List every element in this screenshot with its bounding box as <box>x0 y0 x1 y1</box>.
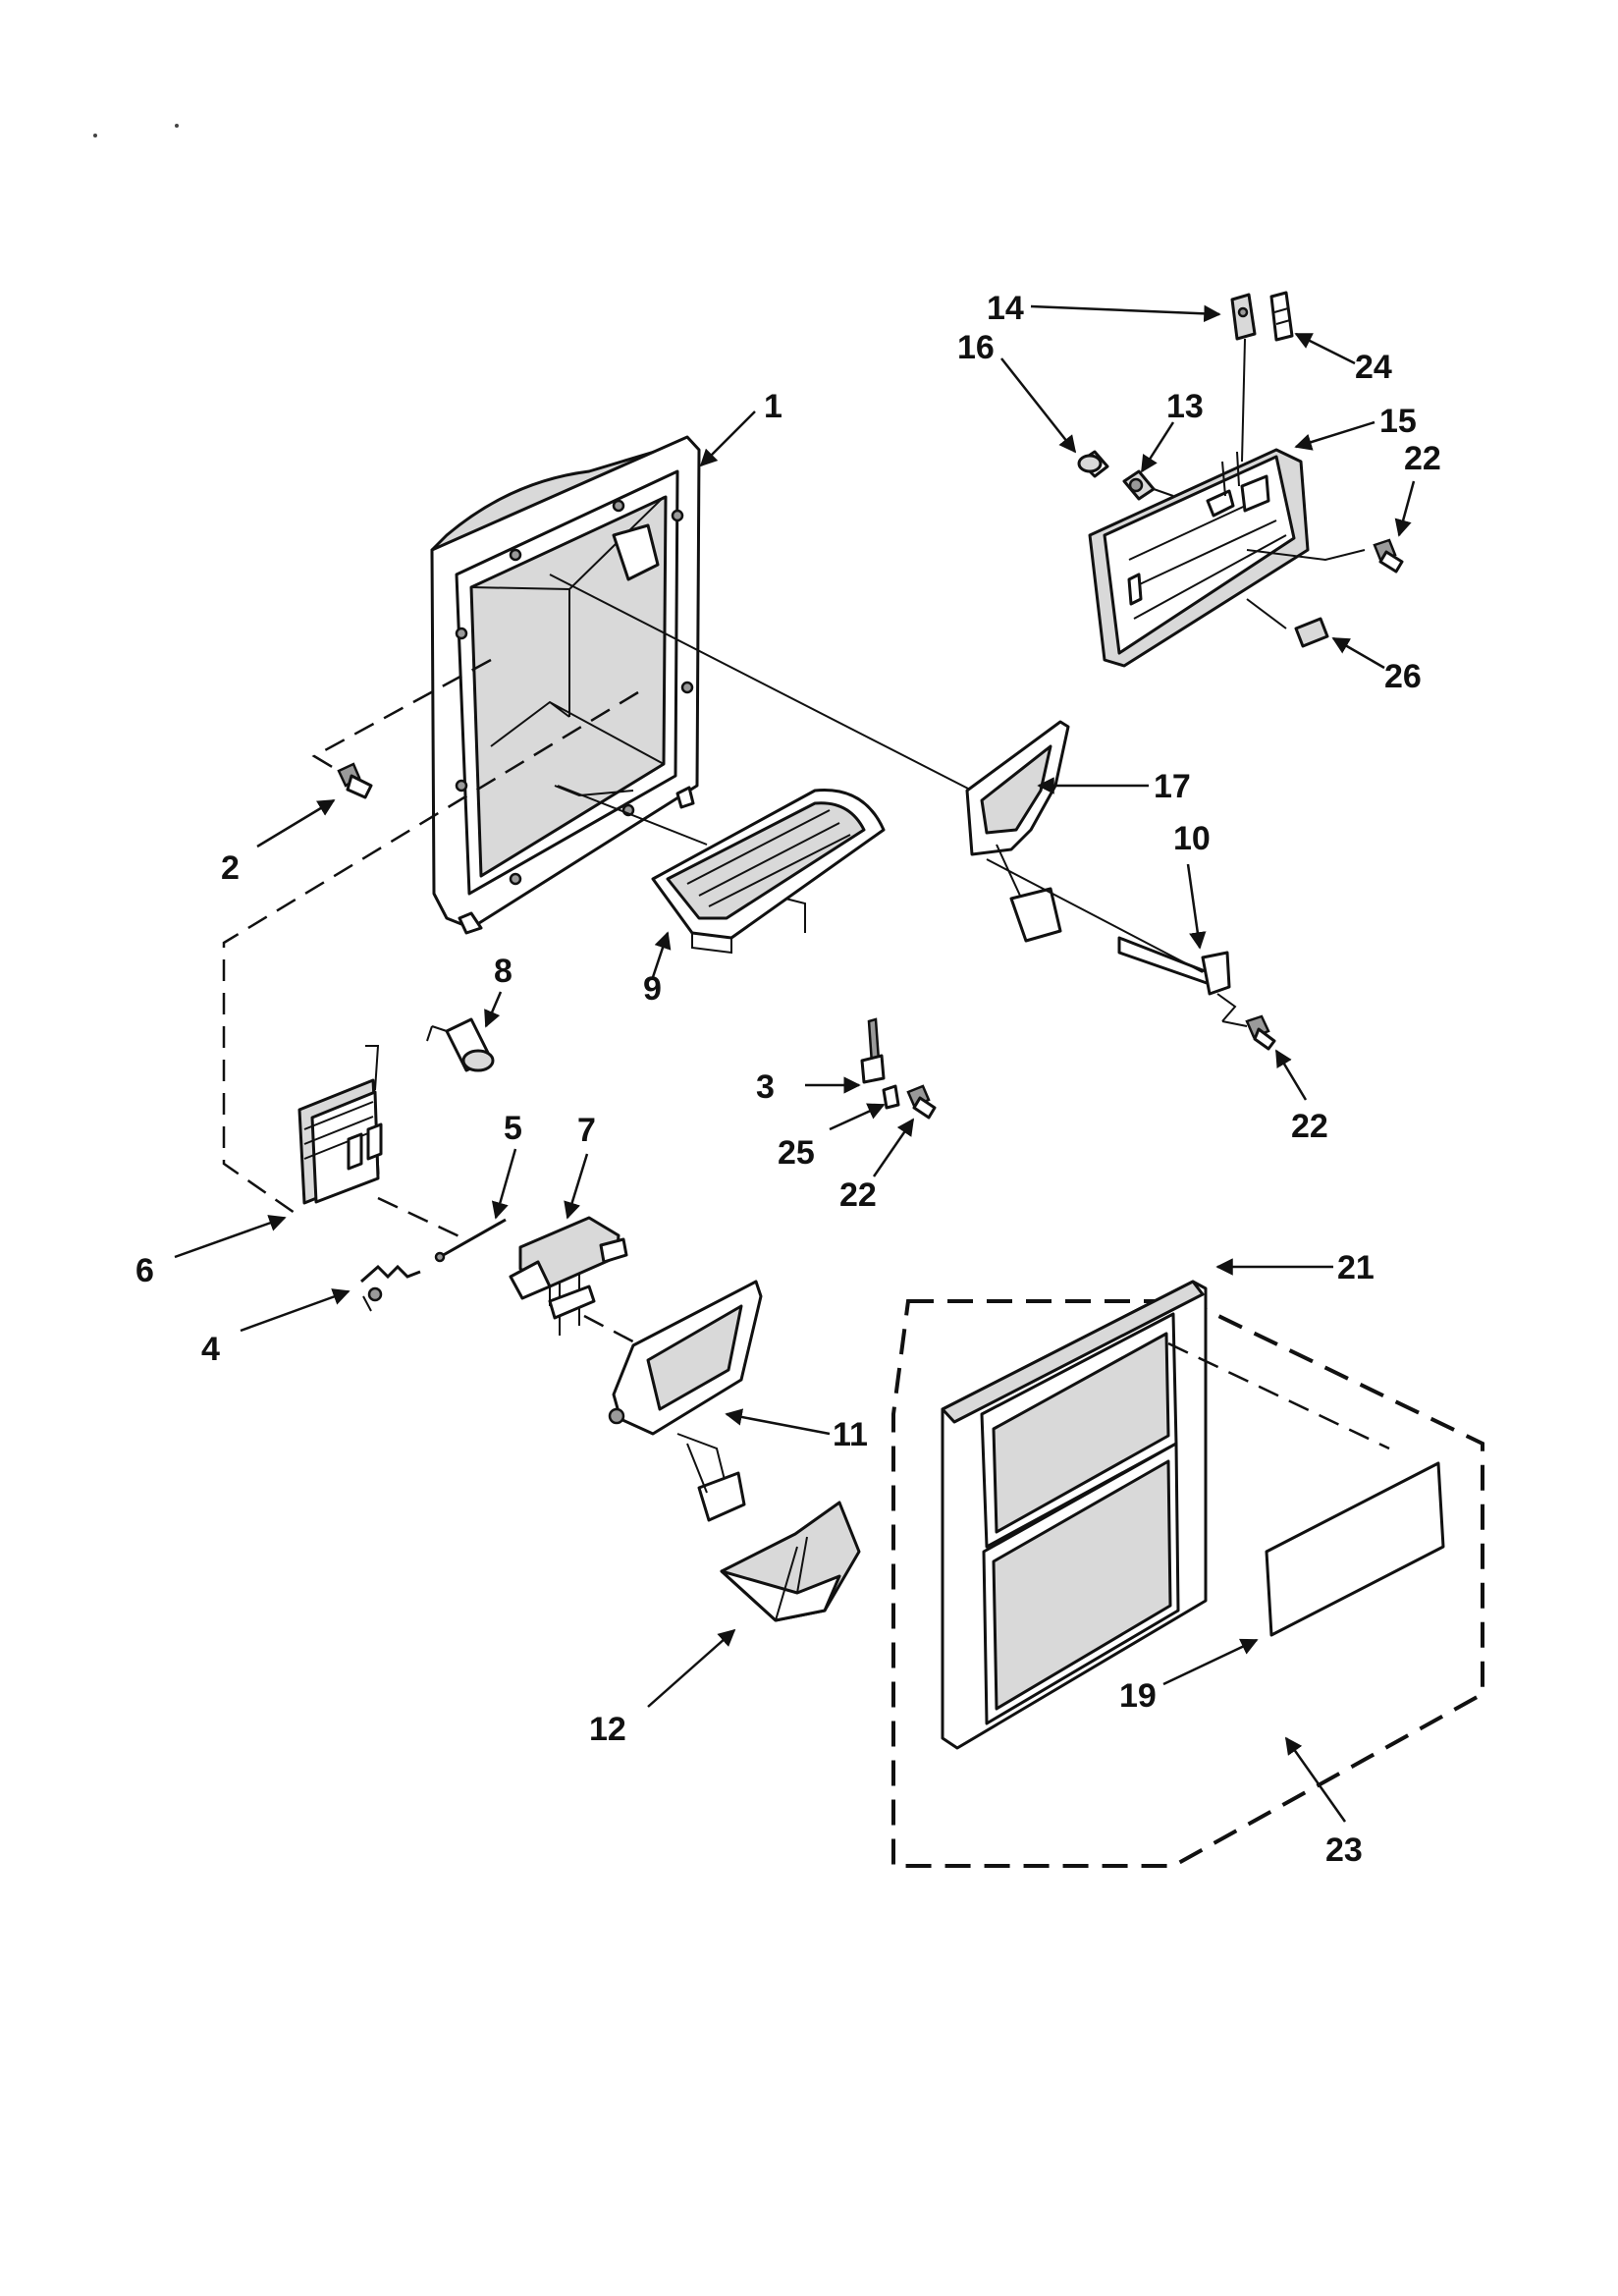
part-1-dispenser-housing <box>430 435 701 935</box>
callout-25: 25 <box>778 1134 815 1172</box>
part-17-lever <box>965 720 1070 943</box>
part-2-screw <box>337 762 373 799</box>
callout-15: 15 <box>1379 403 1417 440</box>
part-8-capacitor <box>426 1017 495 1072</box>
callout-21: 21 <box>1337 1249 1375 1286</box>
part-21-front-panel <box>941 1280 1208 1750</box>
callout-6: 6 <box>135 1252 154 1289</box>
callout-24: 24 <box>1355 349 1392 386</box>
part-12-chute-funnel <box>720 1501 861 1622</box>
callout-22-rod: 22 <box>1291 1108 1328 1145</box>
callout-10: 10 <box>1173 820 1211 857</box>
callout-12: 12 <box>589 1711 626 1748</box>
callout-4: 4 <box>201 1331 220 1368</box>
part-26-small-switch <box>1246 598 1329 648</box>
callout-22-upper: 22 <box>1404 440 1441 477</box>
part-14-switch <box>1230 293 1257 463</box>
part-13-socket <box>1122 469 1174 501</box>
callout-26: 26 <box>1384 658 1422 695</box>
part-15-control-housing <box>1088 448 1366 668</box>
part-9-chute-grille <box>651 789 886 955</box>
part-19-label-plate <box>1265 1461 1445 1637</box>
part-7-hinge-bracket <box>509 1216 628 1336</box>
callout-5: 5 <box>504 1110 522 1147</box>
callout-13: 13 <box>1166 388 1204 425</box>
part-3-clip <box>860 1017 886 1084</box>
part-4-spring <box>360 1264 421 1312</box>
callout-1: 1 <box>764 388 782 425</box>
part-11-ice-actuator <box>608 1280 763 1522</box>
part-5-pin <box>434 1218 507 1263</box>
callout-2: 2 <box>221 849 240 887</box>
callout-14: 14 <box>987 290 1024 327</box>
callout-9: 9 <box>643 970 662 1008</box>
part-16-bulb <box>1077 450 1109 478</box>
callout-3: 3 <box>756 1068 775 1106</box>
part-25-tab <box>882 1084 900 1110</box>
callout-19: 19 <box>1119 1677 1157 1715</box>
callout-11: 11 <box>833 1416 868 1453</box>
callout-16: 16 <box>957 329 995 366</box>
callout-7: 7 <box>577 1112 596 1149</box>
part-23-kit-outline <box>891 1299 1484 1868</box>
part-22-screw-upper <box>1373 538 1404 574</box>
part-24-plate <box>1269 291 1294 342</box>
callout-8: 8 <box>494 953 512 990</box>
part-10-rod <box>986 858 1237 1022</box>
part-6-solenoid-assembly <box>297 1045 383 1205</box>
callout-23: 23 <box>1325 1831 1363 1869</box>
part-22-screw-lower <box>1245 1014 1276 1051</box>
callout-22-mid: 22 <box>839 1176 877 1214</box>
callout-17: 17 <box>1154 768 1191 805</box>
part-22-screw-mid <box>906 1084 937 1120</box>
